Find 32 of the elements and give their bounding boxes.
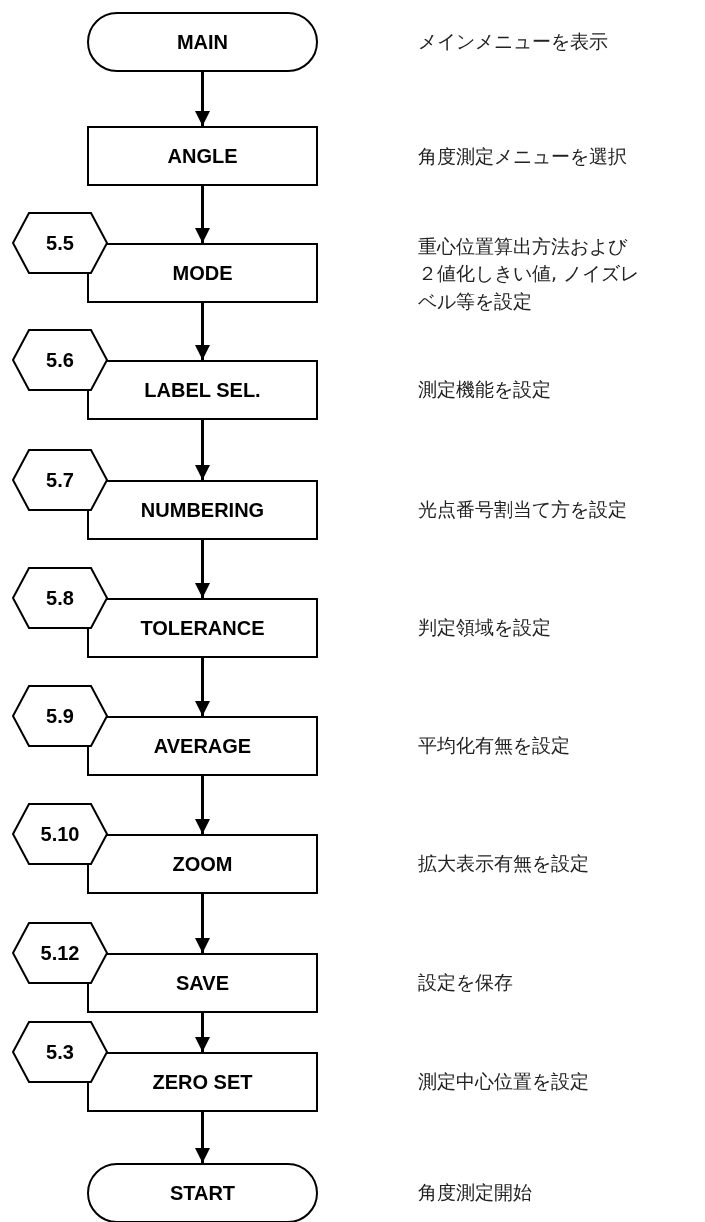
arrow — [195, 540, 210, 598]
arrow — [195, 186, 210, 243]
description-text: 拡大表示有無を設定 — [418, 851, 590, 876]
arrow — [195, 894, 210, 953]
description-text: 重心位置算出方法および２値化しきい値, ノイズレベル等を設定 — [418, 233, 641, 314]
arrow — [195, 420, 210, 480]
description-text: 判定領域を設定 — [418, 615, 552, 640]
description-text: 平均化有無を設定 — [418, 733, 571, 758]
section-number-hexagon: 5.9 — [12, 685, 108, 747]
description-text: 光点番号割当て方を設定 — [418, 497, 628, 522]
arrow — [195, 1112, 210, 1163]
terminal-box: START — [87, 1163, 318, 1222]
section-number-hexagon: 5.7 — [12, 449, 108, 511]
section-number-hexagon: 5.8 — [12, 567, 108, 629]
description-text: 角度測定メニューを選択 — [418, 144, 628, 169]
section-number-hexagon: 5.6 — [12, 329, 108, 391]
section-number-hexagon: 5.12 — [12, 922, 108, 984]
arrow — [195, 303, 210, 360]
description-text: 測定機能を設定 — [418, 377, 552, 402]
section-number-hexagon: 5.10 — [12, 803, 108, 865]
description-text: メインメニューを表示 — [418, 29, 609, 54]
description-text: 測定中心位置を設定 — [418, 1069, 590, 1094]
arrow — [195, 776, 210, 834]
process-box: ANGLE — [87, 126, 318, 186]
section-number-hexagon: 5.5 — [12, 212, 108, 274]
section-number-hexagon: 5.3 — [12, 1021, 108, 1083]
arrow — [195, 658, 210, 716]
description-text: 角度測定開始 — [418, 1180, 533, 1205]
terminal-box: MAIN — [87, 12, 318, 72]
description-text: 設定を保存 — [418, 970, 514, 995]
arrow — [195, 1013, 210, 1052]
arrow — [195, 72, 210, 126]
